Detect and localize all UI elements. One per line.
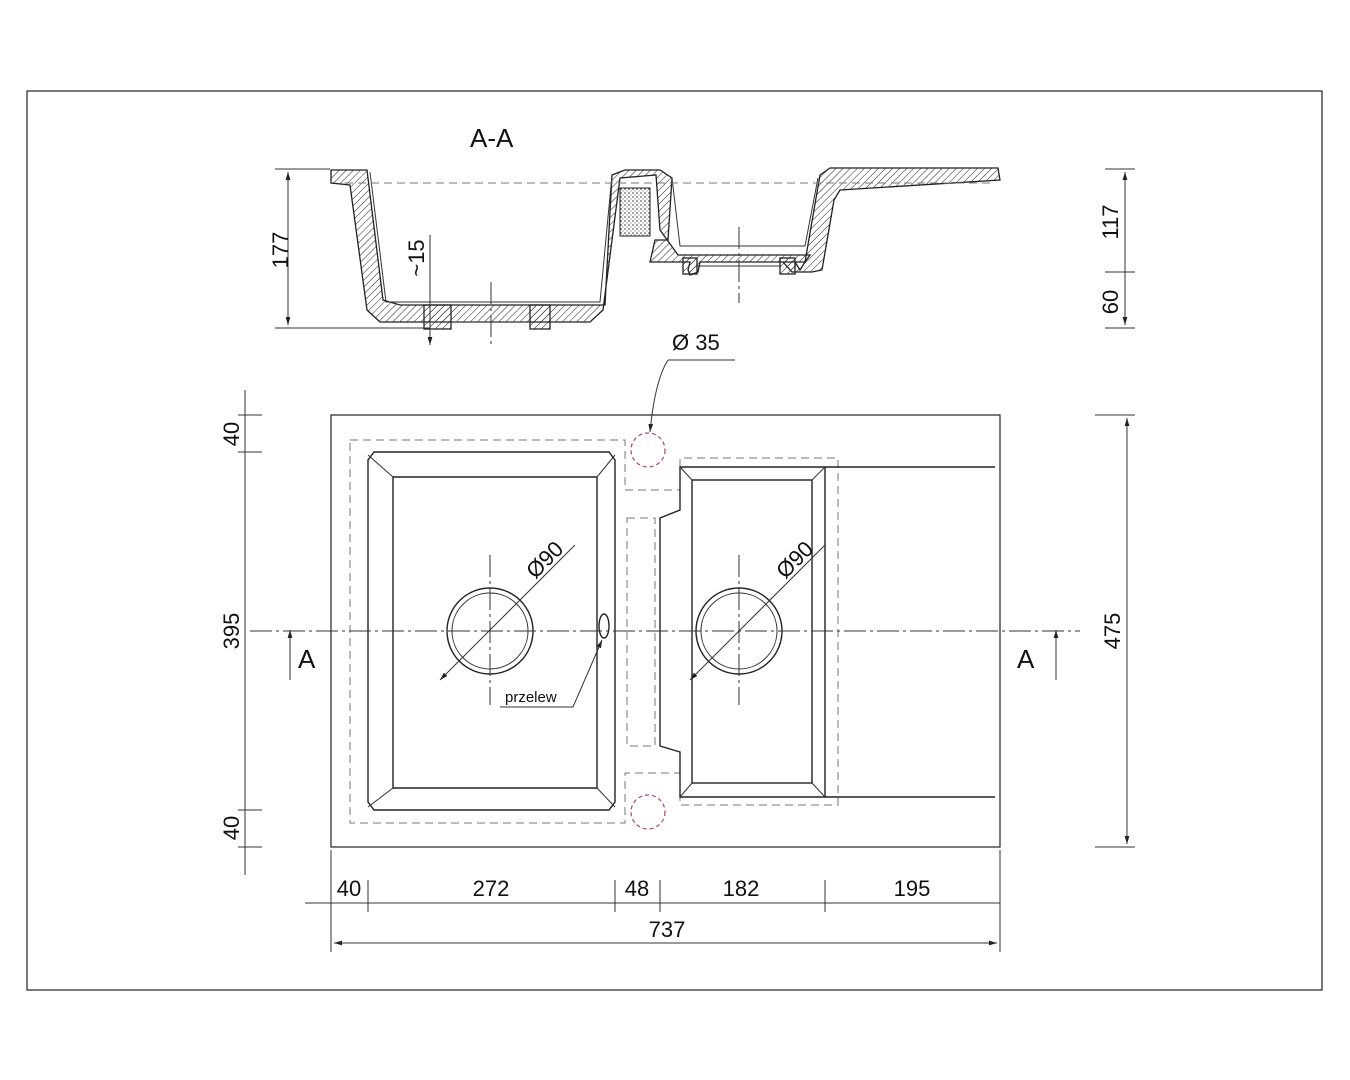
bowl-corner-line <box>367 787 394 808</box>
dim-bottom-4: 182 <box>723 876 760 901</box>
bowl-corner-line <box>811 782 826 798</box>
dim-bottom-1: 40 <box>337 876 361 901</box>
leader-line <box>500 639 603 708</box>
dim-right-total: 475 <box>1100 613 1125 650</box>
bowl-corner-line <box>596 454 616 478</box>
bowl-corner-line <box>679 782 693 798</box>
dim-wall-thickness: ~15 <box>404 239 429 276</box>
section-wall <box>330 167 1001 323</box>
dim-bottom-2: 272 <box>473 876 510 901</box>
insulation-block <box>619 187 651 237</box>
bowl-corner-line <box>367 454 394 478</box>
middle-strip <box>626 517 656 747</box>
overflow-hole <box>598 613 610 639</box>
leader-line <box>439 544 576 681</box>
section-inner-line-left <box>369 171 613 303</box>
dim-section-drop: 60 <box>1098 290 1123 314</box>
section-marker-right: A <box>1017 644 1035 674</box>
left-drain-diameter: Ø90 <box>521 536 568 583</box>
dim-left-top: 40 <box>219 422 244 446</box>
bottom-dimensions: 40 272 48 182 195 737 <box>305 850 1001 952</box>
drain-flange <box>682 257 698 275</box>
tap-hole-diameter: Ø 35 <box>672 330 720 355</box>
drain-flange <box>423 304 452 330</box>
right-bowl <box>659 466 826 798</box>
dim-left-mid: 395 <box>219 613 244 650</box>
cutout-outline <box>349 439 839 824</box>
bowl-corner-line <box>811 466 826 481</box>
dim-left-bottom: 40 <box>219 816 244 840</box>
tap-hole-bottom <box>630 794 666 830</box>
dim-section-depth-left: 177 <box>268 232 293 269</box>
leader-line <box>648 359 669 433</box>
left-bowl <box>367 451 616 811</box>
right-drain-diameter: Ø90 <box>771 536 818 583</box>
dim-bottom-total: 737 <box>649 917 686 942</box>
leader-line <box>689 544 826 681</box>
section-view: A-A 177 ~15 117 60 <box>268 123 1135 345</box>
drain-flange <box>779 257 796 275</box>
bowl-corner-line <box>596 787 616 808</box>
plan-view: Ø90 Ø90 Ø 35 przelew A A 40 395 40 475 <box>219 330 1135 875</box>
dim-bottom-3: 48 <box>625 876 649 901</box>
bowl-corner-line <box>679 466 693 481</box>
drain-flange <box>529 304 551 330</box>
dim-bottom-5: 195 <box>894 876 931 901</box>
section-title: A-A <box>470 123 514 153</box>
left-bowl-inner <box>392 476 598 789</box>
section-inner-line-right <box>671 177 819 247</box>
overflow-label: przelew <box>505 689 557 706</box>
dim-section-depth-right: 117 <box>1098 204 1123 239</box>
tap-hole-top <box>630 432 666 468</box>
drawing-frame <box>26 90 1323 991</box>
section-marker-left: A <box>298 644 316 674</box>
